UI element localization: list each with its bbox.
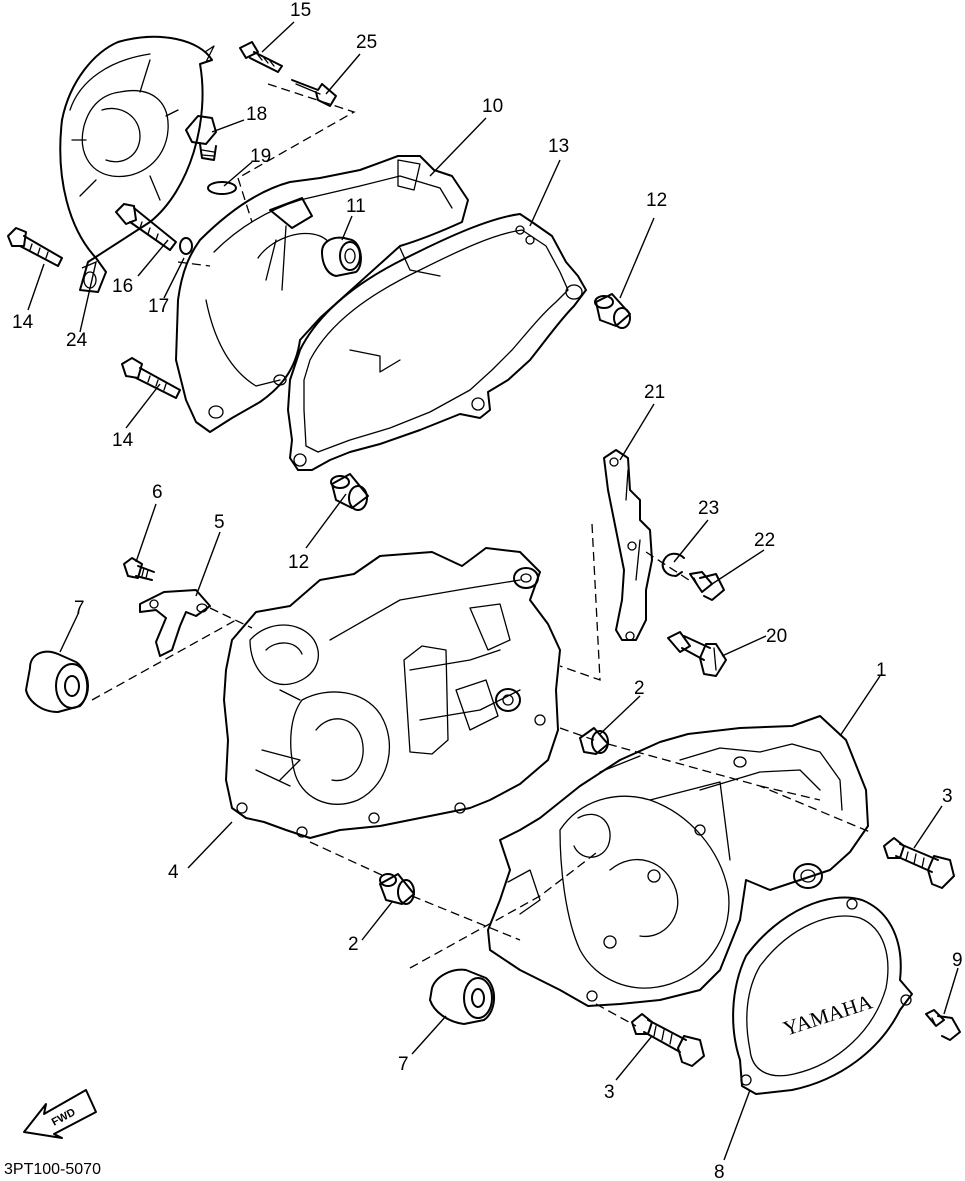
part-code: 3PT100-5070 [4,1161,101,1178]
plate-21 [603,449,653,641]
washer-17 [179,237,193,255]
callout-14-upper: 14 [12,312,34,333]
bolt-3-lower [631,1013,705,1067]
dowel-2-lower [379,873,415,905]
callout-13: 13 [548,136,569,157]
callout-18: 18 [246,104,267,125]
callout-2-lower: 2 [348,934,359,955]
bolt-3-right [883,837,955,889]
mount-bushing-7-right [429,968,495,1025]
bracket-5 [139,589,211,657]
callout-21: 21 [644,382,665,403]
callout-10: 10 [482,96,503,117]
callout-20: 20 [766,626,787,647]
alignment-lines [91,83,871,1027]
bolt-6 [123,557,155,581]
callout-19: 19 [250,146,271,167]
bolt-22 [689,571,725,601]
forward-arrow-icon: FWD [23,1089,97,1139]
callout-3-right: 3 [942,786,953,807]
clutch-cover-10 [175,155,469,433]
bolt-15 [239,41,283,73]
callout-12-lower: 12 [288,552,309,573]
clip-25 [291,79,337,107]
leader-lines [27,21,959,1161]
bolt-14-lower [121,357,181,399]
callout-16: 16 [112,276,133,297]
dowel-2-upper [579,727,609,755]
crankcase-right-1 [487,715,869,1007]
callout-11: 11 [346,196,366,217]
crankcase-left-4 [223,547,561,839]
bolt-16 [115,203,177,251]
forward-label: FWD [50,1106,78,1128]
callout-7-left: 7 [74,598,85,619]
callout-labels: 15 25 18 10 19 13 11 12 16 17 14 24 14 2… [12,0,963,1181]
gasket-13 [287,213,587,471]
magneto-cover-8: YAMAHA [732,896,913,1095]
cover-plate-24 [59,35,215,293]
callout-6: 6 [152,482,163,503]
o-ring-19 [207,181,237,195]
dowel-12-lower [330,473,369,511]
callout-4: 4 [168,862,179,883]
callout-12-upper: 12 [646,190,667,211]
callout-22: 22 [754,530,775,551]
callout-23: 23 [698,498,719,519]
dowel-12-upper [594,293,631,329]
callout-17: 17 [148,296,169,317]
bolt-20 [667,631,727,677]
washer-23 [661,552,685,577]
callout-15: 15 [290,0,311,21]
callout-3-lower: 3 [604,1082,615,1103]
mount-bushing-7-left [25,650,89,713]
callout-14-lower: 14 [112,430,134,451]
callout-25: 25 [356,32,377,53]
screw-9 [925,1009,961,1041]
plug-18 [185,115,217,161]
bearing-11 [321,236,362,277]
callout-8: 8 [714,1162,725,1181]
callout-5: 5 [214,512,225,533]
bolt-14-upper [7,227,63,267]
callout-9: 9 [952,950,963,971]
callout-24: 24 [66,330,88,351]
callout-2-upper: 2 [634,678,645,699]
callout-1: 1 [876,660,887,681]
callout-7-right: 7 [398,1054,409,1075]
